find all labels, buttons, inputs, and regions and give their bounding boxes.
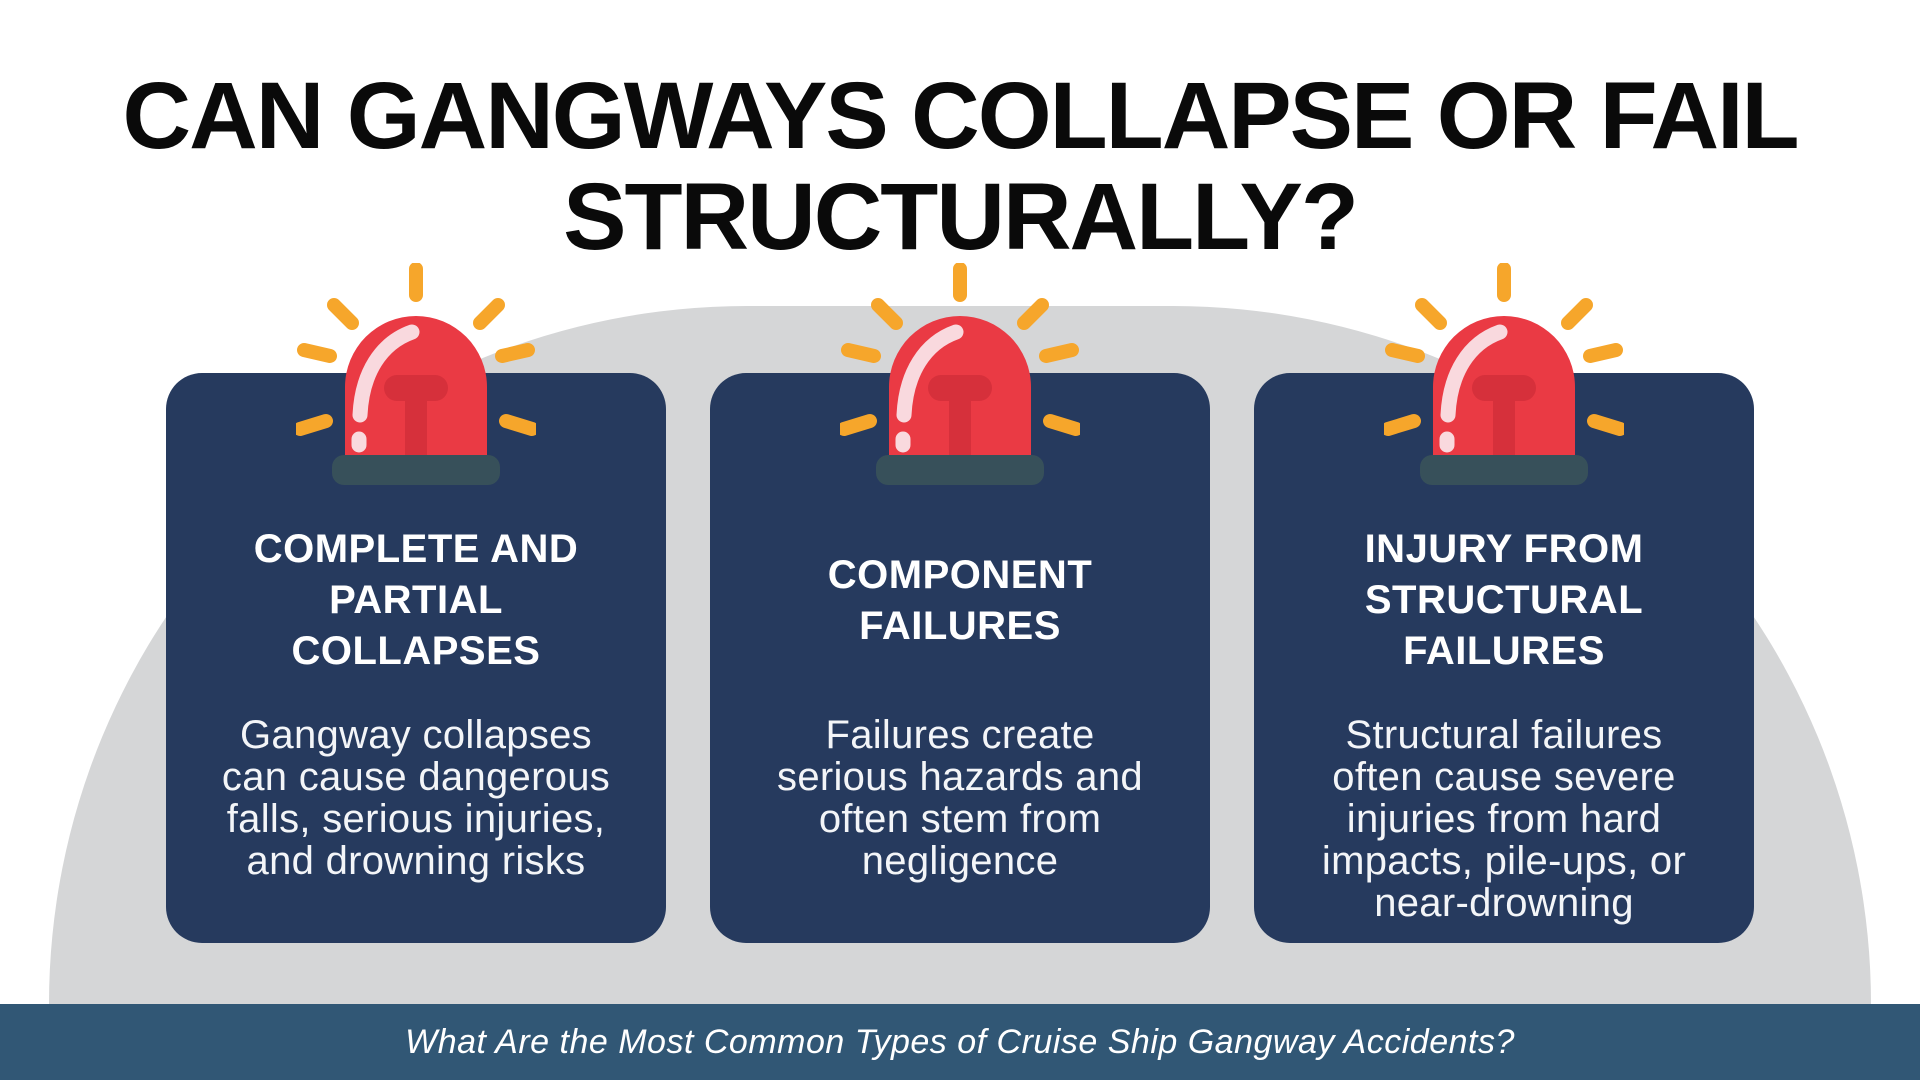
siren-base [1420,455,1588,485]
footer-bar: What Are the Most Common Types of Cruise… [0,1004,1920,1080]
footer-question: What Are the Most Common Types of Cruise… [405,1022,1515,1061]
siren-base [332,455,500,485]
card-body-text: Failures create serious hazards and ofte… [777,713,1143,883]
siren-highlight [352,324,420,423]
siren-bulb-post [1493,388,1515,458]
card-heading: COMPONENT FAILURES [827,552,1093,648]
card-body-text: Structural failures often cause severe i… [1321,713,1687,925]
page-title: CAN GANGWAYS COLLAPSE OR FAIL STRUCTURAL… [122,63,1799,270]
card-component-failures: COMPONENT FAILURES Failures create serio… [710,263,1210,943]
siren-base [876,455,1044,485]
cards-row: COMPLETE AND PARTIAL COLLAPSES Gangway c… [0,263,1920,943]
card-heading: INJURY FROM STRUCTURAL FAILURES [1364,527,1644,673]
siren-highlight [1440,324,1508,423]
siren-bulb-post [405,388,427,458]
siren-bulb-post [949,388,971,458]
siren-icon [1384,263,1624,485]
card-heading: COMPLETE AND PARTIAL COLLAPSES [253,527,579,673]
siren-icon [296,263,536,485]
siren-rays [840,263,1080,436]
card-body-text: Gangway collapses can cause dangerous fa… [221,713,611,883]
siren-highlight [896,324,964,423]
card-complete-and-partial-collapses: COMPLETE AND PARTIAL COLLAPSES Gangway c… [166,263,666,943]
siren-rays [296,263,536,436]
card-injury-from-structural-failures: INJURY FROM STRUCTURAL FAILURES Structur… [1254,263,1754,943]
siren-rays [1384,263,1624,436]
siren-icon [840,263,1080,485]
